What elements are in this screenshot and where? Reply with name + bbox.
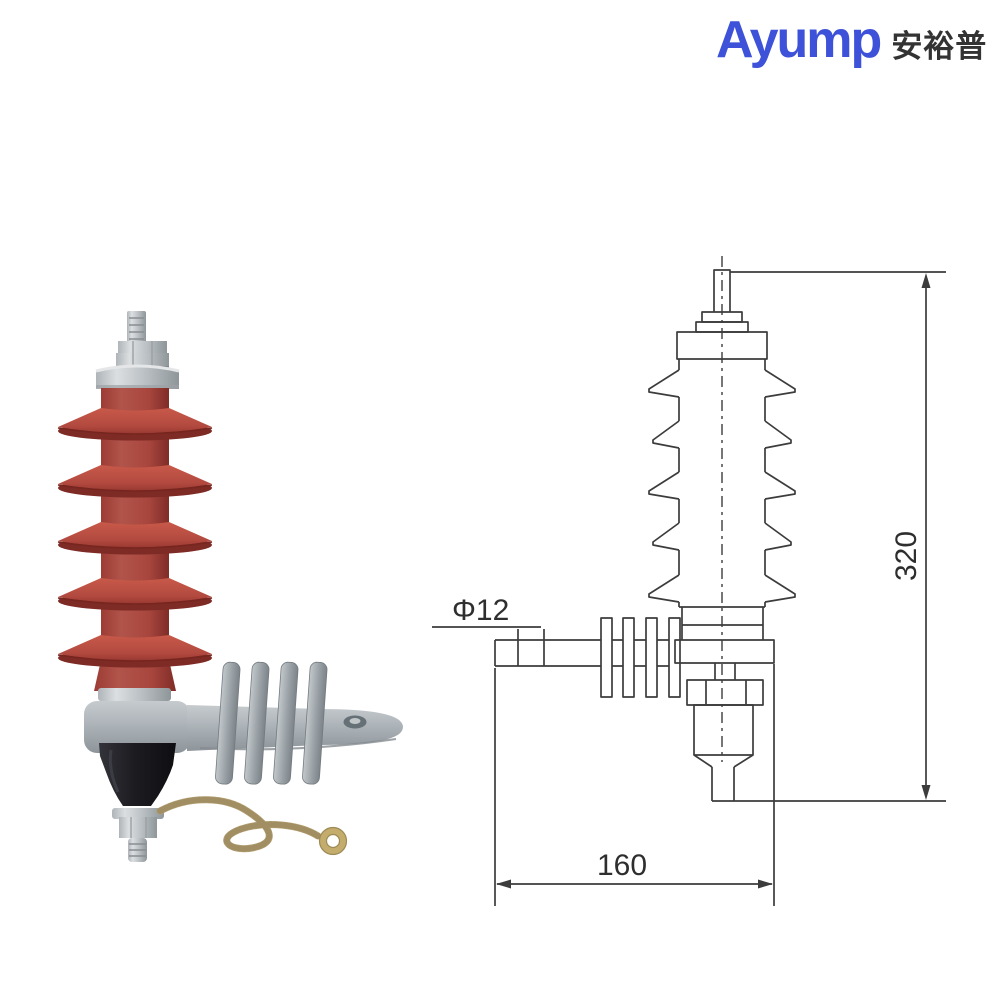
dim-hole-diameter-label: Φ12: [452, 594, 509, 627]
bracket-ribs: [215, 661, 328, 785]
shed-5: [57, 635, 213, 668]
dwg-lower-housing: [679, 606, 765, 640]
shed-rim: [57, 541, 213, 549]
cap-edge: [96, 385, 179, 389]
shed-2: [57, 465, 213, 498]
dimension-hole-diameter: Φ12: [432, 594, 541, 628]
hex-nut-bottom: [119, 817, 157, 838]
nut-facets: [132, 341, 153, 368]
bracket-hub: [84, 701, 190, 753]
dimension-overall-height: 320: [730, 271, 946, 800]
stud-threads: [129, 317, 144, 340]
dimension-mounting-offset: 160: [494, 664, 775, 906]
mounting-bracket: [84, 701, 403, 753]
shed-rim: [57, 654, 213, 662]
shed-1: [57, 408, 213, 441]
nut-facets: [130, 817, 147, 838]
dim-arrow-left: [496, 879, 511, 889]
dwg-shed-5: [648, 574, 796, 603]
dwg-top-stud: [713, 269, 731, 312]
dwg-shed-1: [648, 369, 796, 398]
cap-highlight: [95, 364, 180, 373]
ground-lead: [156, 796, 348, 856]
stud-threads: [129, 843, 146, 857]
dim-mounting-offset-label: 160: [597, 849, 647, 882]
brand-name-cjk: 安裕普: [891, 29, 988, 64]
dwg-stem: [711, 767, 735, 801]
photo-top-cap: [95, 364, 180, 389]
cap-body: [96, 365, 179, 389]
brand-logo: Ayump 安裕普: [716, 14, 987, 66]
dwg-trunk: [678, 359, 766, 607]
shed-rim: [57, 427, 213, 435]
dim-arrow-down: [921, 785, 931, 800]
shed-top: [58, 465, 212, 491]
dwg-shed-4: [652, 522, 792, 551]
dwg-rib: [668, 617, 681, 698]
stud-shank: [127, 311, 146, 344]
dim-arrow-up: [921, 273, 931, 288]
bracket-hole-inner: [349, 718, 361, 724]
dim-overall-height-label: 320: [890, 531, 923, 581]
dwg-neck: [714, 663, 736, 680]
dwg-shed-2: [652, 420, 792, 449]
shed-rim: [57, 597, 213, 605]
shed-4: [57, 578, 213, 611]
dwg-rib: [645, 617, 658, 698]
ring-terminal-outer-edge: [318, 826, 348, 856]
shed-rim: [57, 484, 213, 492]
rib-blade: [215, 661, 241, 785]
shed-top: [58, 635, 212, 661]
photo-top-nuts: [116, 341, 169, 369]
dwg-bracket-arm: [494, 629, 669, 667]
dwg-rib: [600, 617, 613, 698]
dwg-hex-facets: [705, 680, 747, 705]
shed-top: [58, 578, 212, 604]
dwg-flange: [674, 639, 775, 664]
housing-sheds: [57, 408, 213, 668]
photo-top-stud: [127, 311, 146, 344]
disconnector: [99, 743, 176, 806]
rib-blade: [273, 661, 299, 785]
hex-nut-lower: [116, 353, 169, 368]
dwg-hex-nut: [686, 679, 764, 706]
dim-arrow-right: [758, 879, 773, 889]
shed-3: [57, 522, 213, 555]
rib-blade: [244, 661, 270, 785]
rib-blade: [302, 661, 328, 785]
washer: [112, 808, 164, 819]
disconnector-highlight: [108, 749, 120, 793]
technical-drawing: 320 160 Φ12: [432, 256, 946, 906]
dwg-cup: [693, 704, 754, 756]
braid-texture: [157, 796, 321, 852]
dwg-rib: [622, 617, 635, 698]
bottom-flange-ring: [98, 688, 171, 701]
ring-terminal: [319, 827, 347, 855]
shed-top: [58, 522, 212, 548]
brand-name-latin: Ayump: [716, 11, 882, 69]
dwg-bracket-ribs: [600, 617, 681, 698]
dwg-shed-3: [648, 471, 796, 500]
arrester-photo: [57, 311, 403, 862]
photo-bottom-terminal: [112, 808, 164, 862]
hex-nut-upper: [118, 341, 167, 354]
ring-terminal-inner-edge: [325, 833, 341, 849]
shed-top: [58, 408, 212, 434]
housing-bell: [94, 660, 176, 691]
dwg-cup-taper: [693, 754, 754, 768]
